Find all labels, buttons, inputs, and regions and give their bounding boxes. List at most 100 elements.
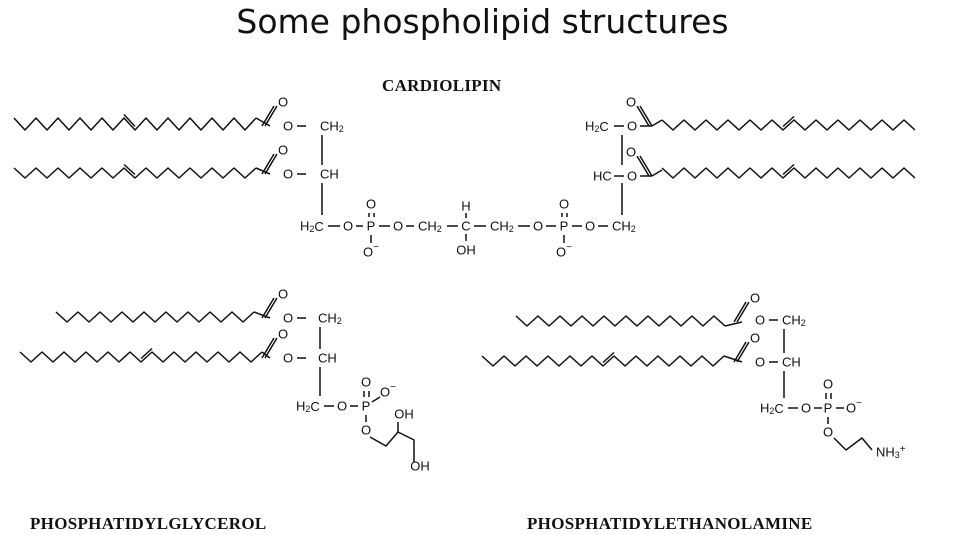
atom-label: NH3+: [876, 444, 906, 461]
carbonyl-bond: [639, 105, 653, 127]
atom-label: H2C: [585, 119, 609, 135]
carbonyl-bond: [264, 297, 278, 319]
double-bond-line: [602, 351, 615, 364]
carbonyl-bond: [261, 105, 275, 127]
atom-label: O: [283, 167, 293, 182]
fatty-acid-chain: [661, 119, 916, 131]
atom-label: O: [533, 219, 543, 234]
atom-label: CH: [320, 167, 339, 182]
ethanolamine-chain: [833, 437, 873, 451]
slide-title: Some phospholipid structures: [236, 2, 729, 41]
bond-line: [255, 117, 271, 127]
atom-label: O: [801, 401, 811, 416]
carbonyl-bond: [261, 297, 275, 319]
double-bond-line: [782, 115, 795, 128]
carbonyl-bond: [636, 155, 650, 177]
carbonyl-bond: [733, 341, 747, 363]
fatty-acid-chain: [13, 167, 257, 179]
atom-label: O: [283, 119, 293, 134]
phosphoryl-oxygen-label: O: [366, 197, 376, 212]
bond-line: [651, 169, 663, 177]
atom-label: H2C: [296, 399, 320, 415]
phosphatidylglycerol-label: PHOSPHATIDYLGLYCEROL: [30, 514, 267, 533]
atom-label: CH: [782, 355, 801, 370]
bond-line: [371, 396, 381, 403]
carbonyl-oxygen-label: O: [278, 287, 288, 302]
fatty-acid-chain: [13, 117, 257, 131]
atom-label: O: [627, 119, 637, 134]
phosphatidylethanolamine-label: PHOSPHATIDYLETHANOLAMINE: [527, 514, 813, 533]
fatty-acid-chain: [661, 167, 916, 179]
hydroxyl-label: OH: [410, 459, 430, 474]
carbonyl-bond: [733, 301, 747, 323]
atom-label: O: [283, 351, 293, 366]
bond-line: [724, 321, 743, 327]
atom-label: HC: [593, 169, 612, 184]
double-bond-line: [140, 347, 153, 360]
atom-label: O: [755, 313, 765, 328]
atom-label: O: [823, 425, 833, 440]
oxide-atom-label: O−: [556, 242, 572, 260]
carbonyl-oxygen-label: O: [278, 95, 288, 110]
phosphoryl-oxygen-label: O: [559, 197, 569, 212]
atom-label: H2C: [300, 219, 324, 235]
atom-label: CH2: [612, 219, 636, 235]
carbonyl-oxygen-label: O: [278, 327, 288, 342]
atom-label: O: [585, 219, 595, 234]
atom-label: CH2: [490, 219, 514, 235]
double-bond-line: [782, 163, 795, 176]
carbonyl-bond: [264, 153, 278, 175]
carbonyl-bond: [639, 155, 653, 177]
fatty-acid-chain: [481, 355, 725, 367]
carbonyl-bond: [264, 337, 278, 359]
carbonyl-bond: [264, 105, 278, 127]
oxide-atom-label: O−: [380, 382, 396, 400]
atom-label: O: [755, 355, 765, 370]
atom-label: O: [627, 169, 637, 184]
atom-label: O: [361, 423, 371, 438]
phosphoryl-oxygen-label: O: [361, 375, 371, 390]
carbonyl-bond: [261, 153, 275, 175]
carbonyl-bond: [261, 337, 275, 359]
atom-label: O: [337, 399, 347, 414]
atom-label: O: [283, 311, 293, 326]
cardiolipin-label: CARDIOLIPIN: [382, 76, 502, 95]
hydrogen-label: H: [461, 199, 470, 214]
hydroxyl-label: OH: [456, 243, 476, 258]
atom-label: P: [824, 401, 833, 416]
fatty-acid-chain: [19, 351, 263, 363]
carbonyl-bond: [636, 105, 650, 127]
bond-line: [253, 311, 271, 319]
atom-label: P: [560, 219, 569, 234]
glycerol-chain: [369, 431, 415, 462]
oxide-atom-label: O−: [846, 398, 862, 416]
carbonyl-oxygen-label: O: [626, 145, 636, 160]
atom-label: CH2: [318, 311, 342, 327]
atom-label: O: [393, 219, 403, 234]
carbonyl-bond: [736, 341, 750, 363]
atom-label: CH2: [418, 219, 442, 235]
double-bond-line: [123, 113, 136, 128]
fatty-acid-chain: [515, 315, 726, 327]
carbonyl-oxygen-label: O: [750, 291, 760, 306]
carbonyl-bond: [736, 301, 750, 323]
oxide-atom-label: O−: [363, 242, 379, 260]
carbonyl-oxygen-label: O: [750, 331, 760, 346]
atom-label: CH2: [782, 313, 806, 329]
atom-label: P: [367, 219, 376, 234]
atom-label: H2C: [760, 401, 784, 417]
bond-line: [723, 355, 743, 363]
atom-label: C: [461, 219, 470, 234]
carbonyl-oxygen-label: O: [626, 95, 636, 110]
atom-label: CH2: [320, 119, 344, 135]
hydroxyl-label: OH: [394, 407, 414, 422]
atom-label: O: [343, 219, 353, 234]
atom-label: P: [362, 399, 371, 414]
atom-label: CH: [318, 351, 337, 366]
bond-line: [651, 119, 663, 127]
double-bond-line: [123, 163, 136, 176]
carbonyl-oxygen-label: O: [278, 143, 288, 158]
phosphoryl-oxygen-label: O: [823, 377, 833, 392]
fatty-acid-chain: [55, 311, 255, 323]
